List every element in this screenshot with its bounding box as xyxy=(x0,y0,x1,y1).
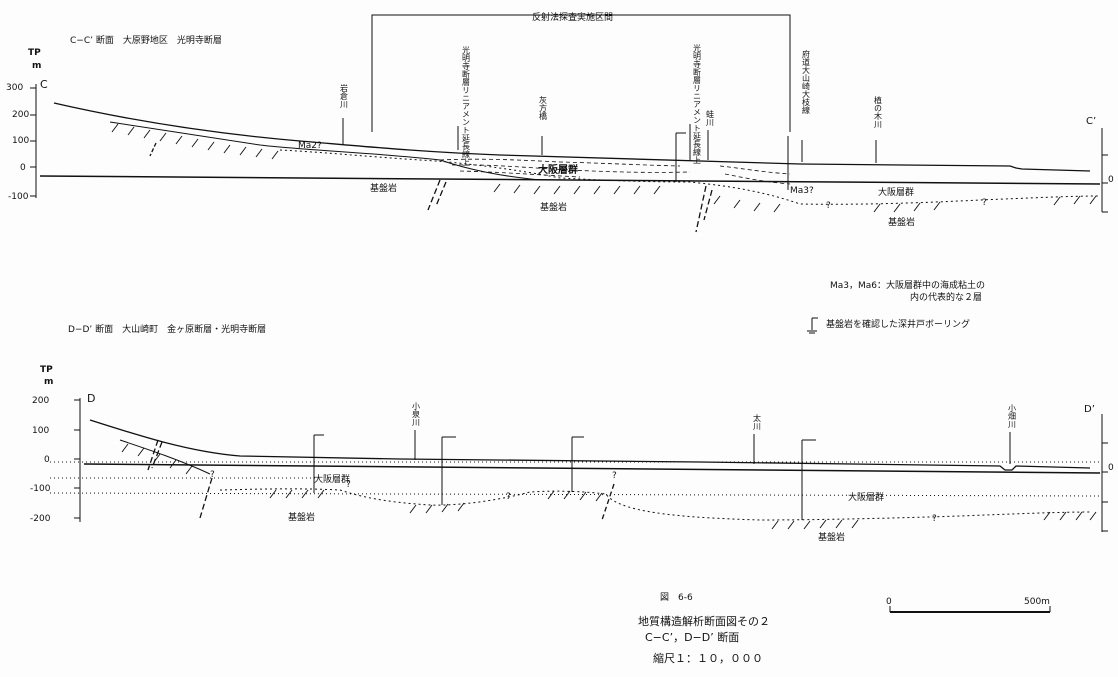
cc-annot-kaeru: 蛙川 xyxy=(706,109,715,126)
legend-line-2: 内の代表的な２層 xyxy=(910,291,982,303)
dd-axis-unit-m: m xyxy=(44,377,53,387)
cc-tick-100: 100 xyxy=(12,136,29,146)
footer: 図 6-6 地質構造解析断面図その２ C−C’，D−D’ 断面 縮尺１：１０，０… xyxy=(638,592,1051,665)
cc-tick-300: 300 xyxy=(6,83,23,93)
legend: Ma3，Ma6：大阪層群中の海成粘土の 内の代表的な２層 基盤岩を確認した深井戸… xyxy=(807,279,985,334)
dd-bedrock-a: 基盤岩 xyxy=(288,511,315,523)
cc-question-1: ? xyxy=(826,201,831,211)
cc-bedrock-b: 基盤岩 xyxy=(540,201,567,213)
dd-axis-unit: TP xyxy=(40,365,53,375)
cc-bedrock-a: 基盤岩 xyxy=(370,182,397,194)
dd-osaka-a: 大阪層群 xyxy=(314,473,350,485)
dd-osaka-base xyxy=(219,488,1091,521)
dd-annot-ta: 太川 xyxy=(753,413,762,430)
dd-tick-minus200: -200 xyxy=(30,514,51,524)
cc-bedrock-c: 基盤岩 xyxy=(888,216,915,228)
dd-question-2: ? xyxy=(346,480,351,490)
well-symbol-icon xyxy=(807,317,818,334)
dd-wells xyxy=(313,434,816,520)
survey-bracket xyxy=(371,14,791,132)
dd-question-4: ? xyxy=(612,471,617,481)
cc-osaka-layers xyxy=(439,158,791,185)
dd-tick-minus100: -100 xyxy=(30,484,51,494)
dd-tick-200: 200 xyxy=(32,396,49,406)
cc-annot-lineament-a: 光明寺断層リニアメント延長線上 xyxy=(462,45,471,166)
dd-title: D−D’ 断面 大山崎町 金ヶ原断層・光明寺断層 xyxy=(68,323,266,335)
dd-grid xyxy=(49,461,1101,497)
cc-topography xyxy=(53,102,1091,172)
dd-bedrock-top-left xyxy=(119,439,211,475)
dd-sea-level xyxy=(83,463,1101,474)
dd-topography xyxy=(89,419,1091,471)
survey-range-label: 反射法探査実施区間 xyxy=(532,11,613,23)
cc-left-label: C xyxy=(40,78,48,91)
scale-end: 500m xyxy=(1024,597,1050,607)
cc-annot-iwakura: 岩倉川 xyxy=(340,83,349,108)
cc-annot-lineament-b: 光明寺断層リニアメント延長線上 xyxy=(693,43,702,164)
cc-annot-ue: 植の木川 xyxy=(874,95,883,128)
cc-ma2: Ma2? xyxy=(298,141,322,151)
section-cc: C−C’ 断面 大原野地区 光明寺断層 TP m C 300 200 100 0… xyxy=(6,11,1114,233)
cc-annot-haiho: 灰方橋 xyxy=(539,95,548,121)
dd-tick-0: 0 xyxy=(44,455,50,465)
cc-osaka-b: 大阪層群 xyxy=(878,186,914,198)
section-dd: D−D’ 断面 大山崎町 金ヶ原断層・光明寺断層 TP m D 200 100 … xyxy=(30,323,1114,543)
cc-sea-level xyxy=(39,175,1101,185)
dd-question-5: ? xyxy=(932,514,937,524)
dd-question-3: ? xyxy=(506,492,511,502)
dd-right-label: D’ xyxy=(1084,404,1095,415)
cc-right-zero: 0 xyxy=(1108,175,1114,185)
dd-left-label: D xyxy=(87,392,95,405)
dd-hatch-left xyxy=(121,443,193,475)
cc-hatch-bottom xyxy=(493,183,1097,213)
figure-title-2: C−C’，D−D’ 断面 xyxy=(645,630,739,644)
cc-question-2: ? xyxy=(982,198,987,208)
cc-right-label: C’ xyxy=(1086,116,1096,127)
cc-title: C−C’ 断面 大原野地区 光明寺断層 xyxy=(70,34,222,46)
figure-number: 図 6-6 xyxy=(660,592,693,603)
cc-faults xyxy=(149,142,713,233)
cc-wells xyxy=(675,132,789,190)
dd-hatch-bottom xyxy=(269,489,1097,530)
cc-tick-minus100: -100 xyxy=(8,192,29,202)
cc-annot-fudo: 府道大山崎大枝線 xyxy=(802,49,811,114)
cc-bedrock-top-left xyxy=(109,121,541,181)
cc-osaka-a: 大阪層群 xyxy=(538,163,578,176)
dd-y-ticks xyxy=(74,399,80,519)
dd-osaka-b: 大阪層群 xyxy=(848,491,884,503)
dd-question-1: ? xyxy=(210,470,215,480)
scale-bar xyxy=(889,606,1051,613)
cc-y-ticks xyxy=(30,87,36,197)
dd-right-zero: 0 xyxy=(1108,463,1114,473)
cc-tick-200: 200 xyxy=(12,110,29,120)
cc-tick-0: 0 xyxy=(20,163,26,173)
scale-start: 0 xyxy=(886,597,892,607)
cc-hatch-left xyxy=(111,123,279,160)
scale-text: 縮尺１：１０，０００ xyxy=(653,651,763,665)
dd-annot-obata: 小畑川 xyxy=(1008,404,1017,428)
cc-axis-unit-m: m xyxy=(32,61,41,71)
dd-faults xyxy=(147,439,615,521)
cc-osaka-base xyxy=(279,149,1101,205)
dd-tick-100: 100 xyxy=(32,426,49,436)
dd-bedrock-b: 基盤岩 xyxy=(818,531,845,543)
cc-ma3: Ma3? xyxy=(790,186,814,196)
figure-title-1: 地質構造解析断面図その２ xyxy=(638,614,770,628)
cc-axis-unit: TP xyxy=(28,48,41,58)
legend-line-3: 基盤岩を確認した深井戸ボーリング xyxy=(826,318,970,330)
legend-line-1: Ma3，Ma6：大阪層群中の海成粘土の xyxy=(830,279,985,291)
dd-annot-koizumi: 小泉川 xyxy=(412,402,421,426)
